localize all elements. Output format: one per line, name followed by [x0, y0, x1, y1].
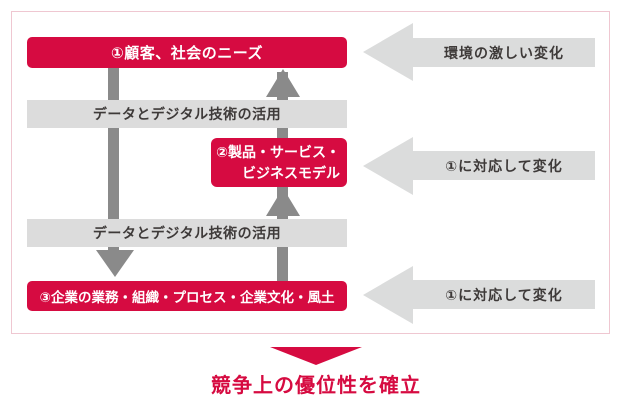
left-arrow-head-icon	[363, 137, 413, 195]
step1-label: ①顧客、社会のニーズ	[111, 45, 263, 62]
down-arrow-shaft	[108, 68, 119, 251]
step3-organization-box: ③企業の業務・組織・プロセス・企業文化・風土	[27, 281, 347, 311]
down-arrow-head-icon	[96, 250, 134, 277]
down-triangle-icon	[270, 347, 362, 365]
up-arrow-head-icon	[266, 188, 300, 216]
side-arrow-respond-1: ①に対応して変化	[413, 151, 595, 180]
step3-label: ③企業の業務・組織・プロセス・企業文化・風土	[39, 290, 335, 305]
footer-conclusion: 競争上の優位性を確立	[211, 375, 421, 397]
left-arrow-head-icon	[363, 266, 413, 324]
step2-products-box: ②製品・サービス・ ビジネスモデル	[211, 138, 347, 187]
step1-needs-box: ①顧客、社会のニーズ	[27, 37, 347, 68]
step2-label-line1: ②製品・サービス・	[216, 144, 340, 161]
data-tech-bar-bottom: データとデジタル技術の活用	[27, 219, 347, 247]
data-tech-bar-top-label: データとデジタル技術の活用	[92, 106, 282, 122]
left-arrow-head-icon	[363, 23, 413, 81]
side-arrow-respond-2: ①に対応して変化	[413, 280, 595, 309]
side-arrow-environment: 環境の激しい変化	[413, 38, 595, 67]
side-arrow-respond-2-label: ①に対応して変化	[445, 286, 563, 303]
data-tech-bar-bottom-label: データとデジタル技術の活用	[92, 225, 282, 241]
side-arrow-respond-1-label: ①に対応して変化	[445, 157, 563, 174]
step2-label-line2: ビジネスモデル	[242, 164, 340, 181]
side-arrow-environment-label: 環境の激しい変化	[444, 44, 564, 61]
data-tech-bar-top: データとデジタル技術の活用	[27, 100, 347, 128]
up-arrow-head-icon	[266, 69, 300, 97]
